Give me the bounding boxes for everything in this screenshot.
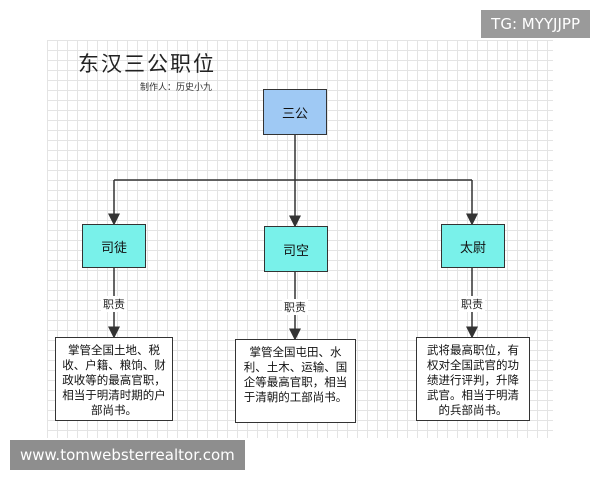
duty-label-sikong: 职责 <box>282 299 308 315</box>
duty-label-situ: 职责 <box>101 296 127 312</box>
desc-sikong: 掌管全国屯田、水利、土木、运输、国企等最高官职，相当于清朝的工部尚书。 <box>235 339 356 423</box>
desc-taiwei: 武将最高职位，有权对全国武官的功绩进行评判，升降武官。相当于明清的兵部尚书。 <box>416 337 530 421</box>
watermark-url: www.tomwebsterrealtor.com <box>10 440 245 470</box>
desc-situ: 掌管全国土地、税收、户籍、粮饷、财政收等的最高官职，相当于明清时期的户部尚书。 <box>55 337 173 421</box>
node-sikong: 司空 <box>264 226 328 272</box>
watermark-top-right: TG: MYYJJPP <box>481 10 590 38</box>
author-credit: 制作人：历史小九 <box>140 83 213 93</box>
diagram-title: 东汉三公职位 <box>78 52 216 76</box>
node-root: 三公 <box>263 89 327 135</box>
duty-label-taiwei: 职责 <box>459 296 485 312</box>
node-situ: 司徒 <box>82 224 146 268</box>
node-taiwei: 太尉 <box>441 224 505 268</box>
